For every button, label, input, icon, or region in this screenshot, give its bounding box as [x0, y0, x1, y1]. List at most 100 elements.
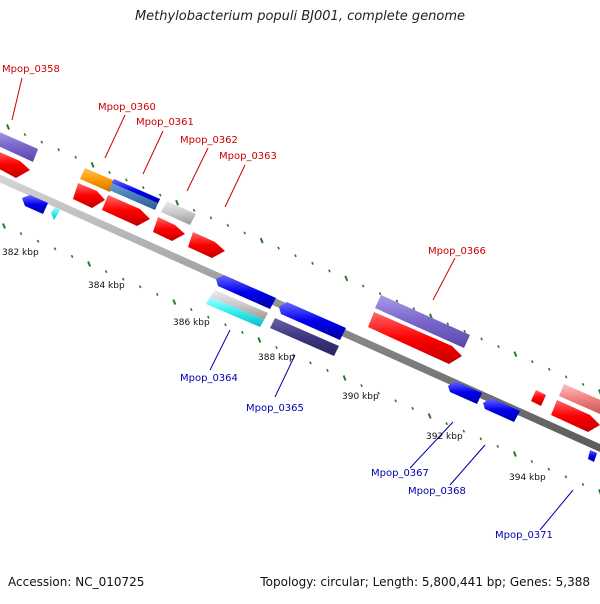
tick-mark [512, 451, 517, 457]
tick-mark [40, 140, 44, 144]
tick-mark [513, 351, 518, 357]
scale-label: 392 kbp [426, 432, 463, 442]
tick-mark [361, 284, 365, 288]
tick-mark [547, 367, 551, 371]
scale-label: 388 kbp [258, 353, 295, 363]
tick-mark [90, 162, 95, 168]
scale-label: 384 kbp [88, 281, 125, 291]
tick-mark [530, 360, 534, 364]
tick-mark [445, 422, 449, 426]
gene-feature[interactable] [448, 381, 482, 404]
tick-mark [243, 231, 247, 235]
gene-feature[interactable] [0, 130, 38, 162]
gene-feature[interactable] [206, 297, 264, 327]
tick-mark [395, 299, 399, 303]
tick-mark [598, 389, 600, 395]
tick-mark [121, 277, 125, 281]
tick-mark [53, 247, 57, 251]
gene-label[interactable]: Mpop_0362 [180, 135, 238, 146]
tick-mark [598, 489, 600, 495]
scale-labels: 382 kbp 384 kbp 386 kbp 388 kbp 390 kbp … [2, 248, 546, 483]
tick-mark [581, 482, 585, 486]
gene-feature[interactable] [210, 290, 268, 320]
tick-mark [87, 261, 92, 267]
gene-feature[interactable] [73, 183, 105, 208]
tick-mark [259, 237, 264, 244]
gene-label[interactable]: Mpop_0360 [98, 102, 156, 113]
tick-mark [311, 261, 314, 265]
gene-labels-reverse: Mpop_0364 Mpop_0365 Mpop_0367 Mpop_0368 … [180, 373, 553, 541]
accession-text: Accession: NC_010725 [8, 575, 145, 589]
tick-dots-outer-top [6, 124, 600, 395]
gene-label[interactable]: Mpop_0367 [371, 468, 429, 479]
tick-mark [328, 269, 331, 273]
gene-feature[interactable] [216, 275, 276, 309]
gene-feature[interactable] [279, 302, 346, 340]
tick-mark [70, 254, 74, 258]
tick-mark [581, 382, 585, 386]
tick-mark [257, 337, 262, 343]
tick-mark [377, 391, 380, 395]
tick-mark [277, 246, 280, 250]
map-title: Methylobacterium populi BJ001, complete … [134, 9, 466, 24]
tick-mark [158, 193, 162, 197]
gene-feature[interactable] [551, 400, 600, 432]
gene-label[interactable]: Mpop_0364 [180, 373, 238, 384]
gene-feature[interactable] [112, 179, 160, 203]
gene-label[interactable]: Mpop_0358 [2, 64, 60, 75]
gene-feature[interactable] [588, 450, 597, 462]
tick-mark [496, 444, 500, 448]
tick-mark [2, 223, 6, 229]
tick-mark [226, 223, 230, 227]
gene-label[interactable]: Mpop_0361 [136, 117, 194, 128]
tick-mark [175, 199, 180, 206]
gene-feature[interactable] [51, 207, 60, 220]
tick-mark [342, 375, 347, 381]
tick-mark [564, 475, 568, 479]
gene-labels-forward: Mpop_0358 Mpop_0360 Mpop_0361 Mpop_0362 … [2, 64, 486, 257]
gene-feature[interactable] [270, 318, 339, 356]
gene-label[interactable]: Mpop_0365 [246, 403, 304, 414]
tick-mark [104, 270, 108, 274]
gene-feature[interactable] [102, 195, 150, 226]
scale-label: 390 kbp [342, 392, 379, 402]
gene-feature[interactable] [375, 295, 470, 348]
tick-mark [6, 124, 10, 130]
gene-feature[interactable] [22, 195, 48, 214]
tick-mark [57, 148, 61, 152]
tick-mark [138, 285, 142, 289]
tick-mark [412, 307, 416, 311]
gene-label[interactable]: Mpop_0366 [428, 246, 486, 257]
tick-mark [326, 368, 329, 372]
gene-feature[interactable] [0, 150, 30, 178]
scale-label: 394 kbp [509, 473, 546, 483]
tick-mark [23, 133, 27, 137]
tick-mark [479, 437, 483, 441]
gene-leader-lines [11, 77, 574, 531]
gene-feature[interactable] [153, 217, 185, 241]
tick-mark [125, 178, 128, 182]
gene-feature[interactable] [80, 168, 115, 192]
tick-mark [19, 232, 23, 236]
gene-feature[interactable] [188, 232, 225, 258]
gene-feature[interactable] [483, 398, 520, 422]
tick-mark [530, 460, 534, 464]
tick-mark [294, 254, 297, 258]
tick-mark [378, 292, 382, 296]
tick-mark [224, 323, 227, 327]
tick-mark [446, 322, 450, 326]
gene-label[interactable]: Mpop_0363 [219, 151, 277, 162]
gene-features [0, 130, 600, 462]
tick-dots-outer-bottom [2, 223, 600, 495]
gene-label[interactable]: Mpop_0368 [408, 486, 466, 497]
gene-feature[interactable] [559, 384, 600, 414]
tick-mark [155, 292, 159, 296]
gene-feature[interactable] [161, 201, 196, 225]
tick-mark [547, 467, 551, 471]
tick-mark [427, 413, 432, 419]
gene-label[interactable]: Mpop_0371 [495, 530, 553, 541]
tick-mark [141, 186, 145, 190]
gene-feature[interactable] [368, 312, 462, 364]
gene-feature[interactable] [531, 390, 546, 406]
